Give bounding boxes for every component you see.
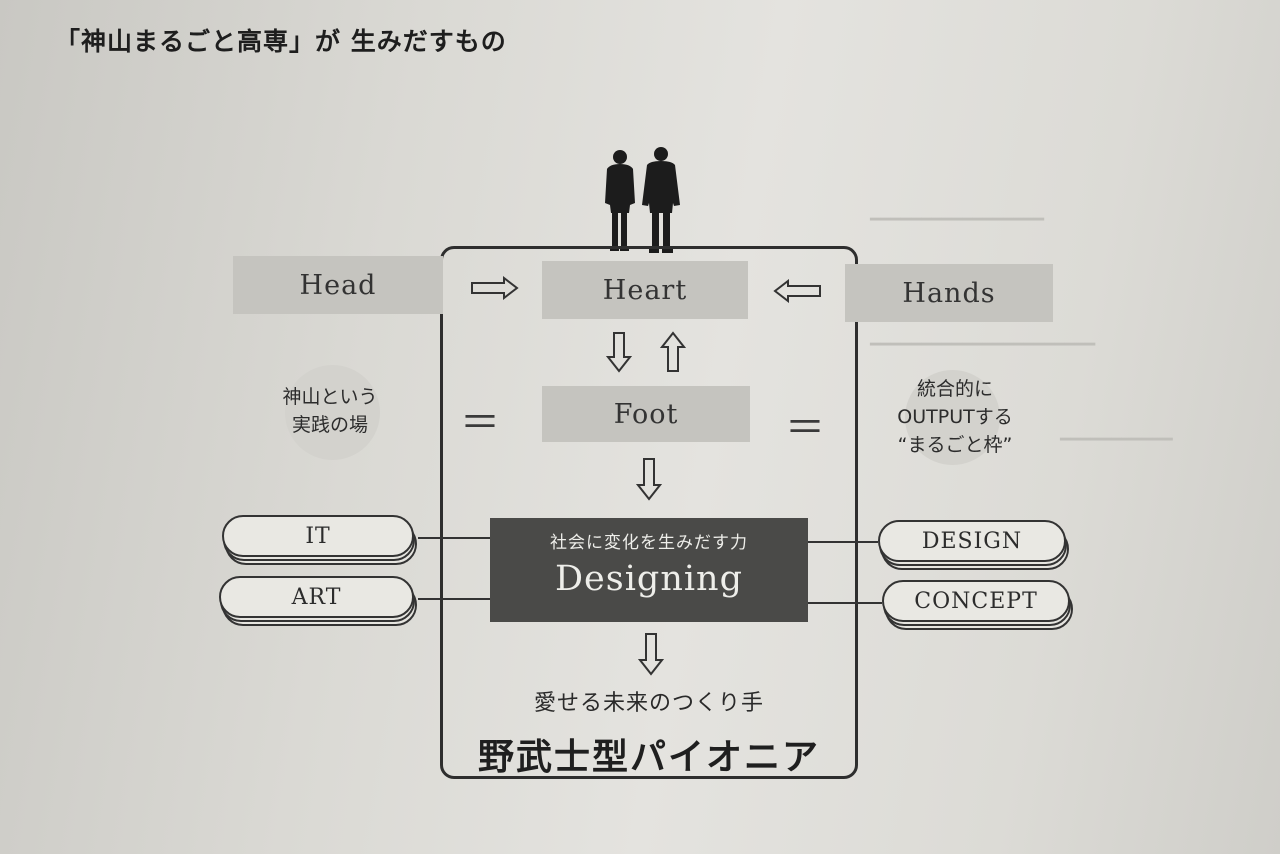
head-box: Head: [233, 256, 443, 314]
connector-line: [808, 602, 882, 604]
page-title: 「神山まるごと高専」が 生みだすもの: [55, 22, 507, 58]
head-label: Head: [300, 270, 377, 301]
left-circle-text: 神山という 実践の場: [245, 383, 415, 439]
down-arrow-icon: [638, 632, 664, 676]
heart-label: Heart: [603, 275, 687, 306]
down-arrow-icon: [636, 457, 662, 501]
connector-line: [808, 541, 878, 543]
bleed-through-text: ━━━━━━━━━━━━━━━━━━━━━━: [870, 335, 1095, 355]
heart-box: Heart: [542, 261, 748, 319]
concept-pill: CONCEPT: [882, 580, 1074, 630]
people-silhouette-icon: [598, 143, 688, 255]
designing-subtitle: 社会に変化を生みだす力: [490, 528, 808, 553]
connector-line: [418, 537, 490, 539]
right-arrow-icon: [470, 276, 520, 300]
design-pill: DESIGN: [878, 520, 1070, 570]
designing-title: Designing: [490, 559, 808, 599]
outcome-title: 野武士型パイオニア: [440, 728, 858, 780]
foot-box: Foot: [542, 386, 750, 442]
right-circle-text: 統合的に OUTPUTする “まるごと枠”: [855, 375, 1055, 459]
outcome-subtitle: 愛せる未来のつくり手: [440, 685, 858, 717]
concept-pill-label: CONCEPT: [882, 580, 1070, 622]
foot-label: Foot: [614, 399, 679, 430]
bleed-through-text: ━━━━━━━━━━━━━━━━━: [870, 210, 1044, 230]
designing-box: 社会に変化を生みだす力 Designing: [490, 518, 808, 622]
hands-box: Hands: [845, 264, 1053, 322]
bleed-through-text: ━━━━━━━━━━━: [1060, 430, 1173, 450]
art-pill: ART: [219, 576, 417, 626]
left-arrow-icon: [772, 279, 822, 303]
design-pill-label: DESIGN: [878, 520, 1066, 562]
art-pill-label: ART: [219, 576, 414, 618]
connector-line: [418, 598, 490, 600]
it-pill-label: IT: [222, 515, 414, 557]
up-arrow-icon: [660, 331, 686, 373]
hands-label: Hands: [902, 278, 995, 309]
down-arrow-icon: [606, 331, 632, 373]
it-pill: IT: [222, 515, 417, 565]
right-equals-sign: ＝: [785, 395, 825, 453]
left-equals-sign: ＝: [460, 390, 500, 448]
